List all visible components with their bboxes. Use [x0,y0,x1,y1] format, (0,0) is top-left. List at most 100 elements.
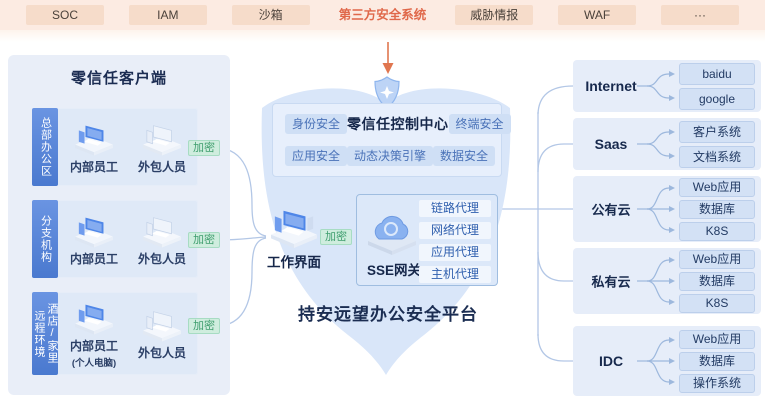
client-row-branch: 分支机构 内部员工 [32,200,198,278]
client-row-headquarters: 总部办公区 内部员工 [32,108,198,186]
tree-branch-private-cloud [537,251,573,282]
tree-branch-internet [537,85,574,115]
branch-arrows [637,337,675,385]
topbar-item-sandbox: 沙箱 [231,5,310,25]
application-proxy-chip: 应用代理 [419,244,491,261]
resource-item: Web应用 [679,249,755,269]
member-outsourced-staff: 外包人员 [138,306,186,361]
cloud-gateway-icon [368,215,416,255]
encrypt-badge-hq: 加密 [188,140,220,156]
member-outsourced-staff: 外包人员 [138,212,186,267]
sse-gateway-box: SSE网关 链路代理 网络代理 应用代理 主机代理 [356,194,498,286]
internal-workstation-icon [75,125,113,156]
resource-label-internet: Internet [585,78,637,94]
topbar-item-soc: SOC [26,5,104,25]
resource-item: baidu [679,62,755,85]
resource-item: 数据库 [679,351,755,371]
resource-items: Web应用 数据库 操作系统 [679,326,755,396]
zone-label-branch: 分支机构 [32,200,58,278]
encrypt-line-remote [218,237,267,327]
tree-branch-saas [537,143,573,173]
resource-item: 文档系统 [679,145,755,168]
platform-title: 持安远望办公安全平台 [298,305,478,324]
topbar-item-threat-intel: 威胁情报 [455,5,534,25]
zero-trust-control-center: 身份安全 零信任控制中心 终端安全 应用安全 动态决策引擎 数据安全 [272,103,511,177]
encrypt-badge-gateway: 加密 [320,229,352,245]
identity-security-chip: 身份安全 [285,114,348,134]
resource-label-idc: IDC [598,353,624,369]
control-row-top: 身份安全 零信任控制中心 终端安全 [285,114,511,134]
link-proxy-chip: 链路代理 [419,200,491,217]
zero-trust-client-panel: 零信任客户端 总部办公区 内部员工 [8,55,230,395]
member-label: 外包人员 [137,346,186,360]
data-security-chip: 数据安全 [433,146,496,166]
resource-items: Web应用 数据库 K8S [679,248,755,314]
work-interface-icon [271,210,317,248]
tree-branch-idc [537,333,573,362]
endpoint-security-chip: 终端安全 [448,114,511,134]
resource-item: K8S [679,221,755,241]
third-party-systems-bar: SOC IAM 沙箱 第三方安全系统 威胁情报 WAF ··· [0,0,765,42]
resource-item: 数据库 [679,199,755,219]
client-panel-title: 零信任客户端 [70,70,167,87]
resource-items: 客户系统 文档系统 [679,118,755,170]
proxy-list: 链路代理 网络代理 应用代理 主机代理 [419,200,491,283]
row-content: 内部员工 外包人员 [58,108,198,186]
resource-card-public-cloud: 公有云 Web应用 数据库 K8S [573,176,761,242]
member-internal-staff: 内部员工 [70,212,118,267]
resource-item: 操作系统 [679,373,755,393]
internal-workstation-icon [75,304,113,335]
resource-items: Web应用 数据库 K8S [679,176,755,242]
member-label: 内部员工 [69,251,118,266]
resource-card-saas: Saas 客户系统 文档系统 [573,118,761,170]
resource-items: baidu google [679,60,755,112]
outsourced-workstation-icon [143,124,181,156]
outsourced-workstation-icon [143,216,181,248]
resource-item: 客户系统 [679,120,755,143]
member-label: 外包人员 [137,251,186,266]
topbar-item-third-party: 第三方安全系统 [338,8,427,22]
resource-label-public-cloud: 公有云 [591,202,631,218]
branch-arrows [637,257,675,305]
control-center-title: 零信任控制中心 [347,116,449,132]
resource-card-idc: IDC Web应用 数据库 操作系统 [573,326,761,396]
resource-item: K8S [679,293,755,313]
work-interface-label: 工作界面 [267,255,321,270]
zone-label-remote: 酒店/家里 远程环境 [32,292,58,375]
dynamic-decision-engine-chip: 动态决策引擎 [347,146,434,166]
member-internal-staff: 内部员工 (个人电脑) [70,299,118,369]
work-interface-group: 工作界面 [258,204,330,271]
topbar-item-waf: WAF [558,5,637,25]
member-label: 内部员工 [69,338,118,353]
resource-item: 数据库 [679,271,755,291]
row-content: 内部员工 外包人员 [58,200,198,278]
member-label: 内部员工 [69,159,118,174]
application-security-chip: 应用安全 [285,146,348,166]
branch-arrows [637,185,675,233]
resource-item: google [679,87,755,110]
outsourced-workstation-icon [143,311,181,342]
resource-card-private-cloud: 私有云 Web应用 数据库 K8S [573,248,761,314]
sse-gateway-label: SSE网关 [366,263,421,278]
encrypt-badge-remote: 加密 [188,318,220,334]
internal-workstation-icon [75,217,113,248]
branch-arrows [637,71,675,101]
resource-card-internet: Internet baidu google [573,60,761,112]
encrypt-line-hq [218,147,267,237]
topbar-item-more: ··· [660,5,739,25]
member-sublabel: (个人电脑) [71,357,117,369]
member-internal-staff: 内部员工 [70,120,118,175]
branch-arrows [637,129,675,159]
member-label: 外包人员 [137,159,186,174]
zone-label-headquarters: 总部办公区 [32,108,58,186]
third-party-arrowhead [382,63,394,74]
resource-item: Web应用 [679,177,755,197]
host-proxy-chip: 主机代理 [419,266,491,283]
resource-label-saas: Saas [594,136,628,152]
topbar-item-iam: IAM [128,5,207,25]
encrypt-badge-branch: 加密 [188,232,220,248]
control-row-bottom: 应用安全 动态决策引擎 数据安全 [285,146,496,166]
row-content: 内部员工 (个人电脑) 外包人员 [58,292,198,375]
client-row-remote: 酒店/家里 远程环境 内部员工 (个人电脑) [32,292,198,375]
resource-label-private-cloud: 私有云 [591,274,631,290]
